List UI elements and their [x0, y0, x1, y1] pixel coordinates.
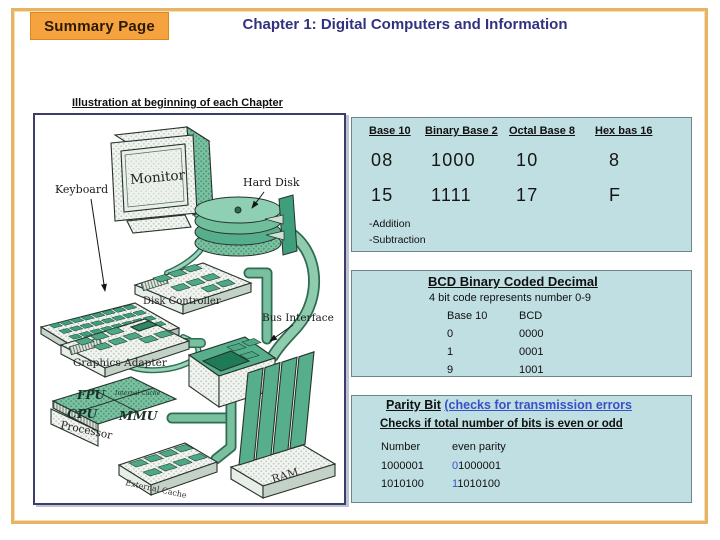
bcd-row: 9 1001	[447, 361, 691, 376]
ram	[229, 351, 337, 499]
bases-header: Binary Base 2	[425, 125, 498, 137]
parity-header: even parity	[452, 441, 506, 453]
note-subtraction: -Subtraction	[369, 234, 426, 246]
graphics-adapter-label: Graphics Adapter	[73, 357, 168, 369]
hard-disk-label: Hard Disk	[243, 176, 300, 189]
hex-value: F	[609, 185, 622, 205]
parity-row: 1000001 01000001	[381, 457, 691, 476]
parity-number: 1010100	[381, 478, 424, 490]
bus-interface-arrow	[269, 324, 294, 342]
hard-disk-arrow	[251, 191, 265, 209]
bcd-header: Base 10	[447, 310, 488, 322]
binary-value: 1000	[431, 150, 476, 170]
illustration-caption: Illustration at beginning of each Chapte…	[72, 97, 283, 109]
bcd-table: Base 10 BCD 0 0000 1 0001 9 1001	[447, 307, 691, 376]
bcd-header: BCD	[519, 310, 543, 322]
keyboard-arrow	[90, 198, 107, 292]
octal-value: 10	[516, 150, 539, 170]
bcd-decimal: 0	[447, 328, 454, 340]
base10-value: 08	[371, 150, 394, 170]
bases-header: Hex bas 16	[595, 125, 653, 137]
parity-header-row: Number even parity	[381, 438, 691, 457]
parity-title-black: Parity Bit	[386, 398, 441, 412]
bcd-subtitle: 4 bit code represents number 0-9	[429, 292, 592, 304]
processor-chip	[50, 376, 178, 447]
bcd-code: 0000	[519, 328, 544, 340]
computer-hardware-illustration: Monitor Disk Controller	[33, 113, 346, 505]
fpu-label: FPU	[76, 388, 107, 402]
hex-value: 8	[609, 150, 621, 170]
bcd-code: 0001	[519, 346, 544, 358]
summary-page-badge: Summary Page	[30, 12, 169, 40]
note-addition: -Addition	[369, 218, 411, 230]
monitor-label: Monitor	[129, 167, 186, 188]
bcd-box: BCD Binary Coded Decimal 4 bit code repr…	[351, 270, 692, 377]
summary-page-label: Summary Page	[44, 17, 155, 35]
parity-rest: 1000001	[458, 459, 501, 472]
hardware-diagram: Monitor Disk Controller	[39, 125, 337, 500]
parity-bit: 0	[452, 459, 459, 472]
bcd-row: 0 0000	[447, 325, 691, 343]
page-title: Chapter 1: Digital Computers and Informa…	[242, 16, 568, 33]
parity-rest: 1010100	[457, 478, 501, 490]
disk-controller-label: Disk Controller	[143, 296, 221, 307]
base10-value: 15	[371, 185, 394, 205]
number-bases-box: Base 10 Binary Base 2 Octal Base 8 Hex b…	[351, 117, 692, 252]
bases-row: 08 1000 10 8	[352, 150, 691, 171]
parity-table: Number even parity 1000001 01000001 1010…	[381, 438, 691, 494]
monitor	[110, 125, 214, 234]
parity-result: 01000001	[452, 457, 691, 476]
bases-header: Octal Base 8	[509, 125, 576, 137]
binary-value: 1111	[431, 185, 472, 205]
bcd-decimal: 9	[447, 364, 454, 376]
parity-row: 1010100 11010100	[381, 475, 691, 494]
bcd-code: 1001	[519, 364, 544, 376]
hard-disk	[194, 194, 298, 257]
bases-header-row: Base 10 Binary Base 2 Octal Base 8 Hex b…	[352, 118, 691, 137]
bases-notes: -Addition -Subtraction	[352, 216, 691, 248]
bcd-row: 1 0001	[447, 343, 691, 361]
parity-title-link: (checks for transmission errors	[444, 398, 632, 412]
octal-value: 17	[516, 185, 539, 205]
slide-border	[11, 8, 708, 524]
parity-result: 11010100	[452, 475, 691, 494]
bases-row: 15 1111 17 F	[352, 185, 691, 206]
cpu-label: CPU	[67, 406, 98, 421]
bus-interface-label: Bus Interface	[262, 312, 334, 324]
keyboard-label: Keyboard	[55, 183, 108, 196]
parity-box: Parity Bit (checks for transmission erro…	[351, 395, 692, 503]
graphics-adapter	[59, 318, 191, 378]
parity-subtitle: Checks if total number of bits is even o…	[380, 418, 623, 430]
parity-number: 1000001	[381, 459, 424, 472]
parity-title: Parity Bit (checks for transmission erro…	[386, 398, 691, 413]
bases-header: Base 10	[369, 125, 411, 137]
parity-bit: 1	[452, 478, 458, 490]
mmu-label: MMU	[118, 408, 159, 423]
bcd-decimal: 1	[447, 346, 454, 358]
bcd-header-row: Base 10 BCD	[447, 307, 691, 325]
bcd-title: BCD Binary Coded Decimal	[428, 274, 598, 289]
bus-tubes	[166, 267, 273, 465]
parity-header: Number	[381, 441, 421, 453]
internal-cache-label: Internal Cache	[114, 390, 161, 397]
